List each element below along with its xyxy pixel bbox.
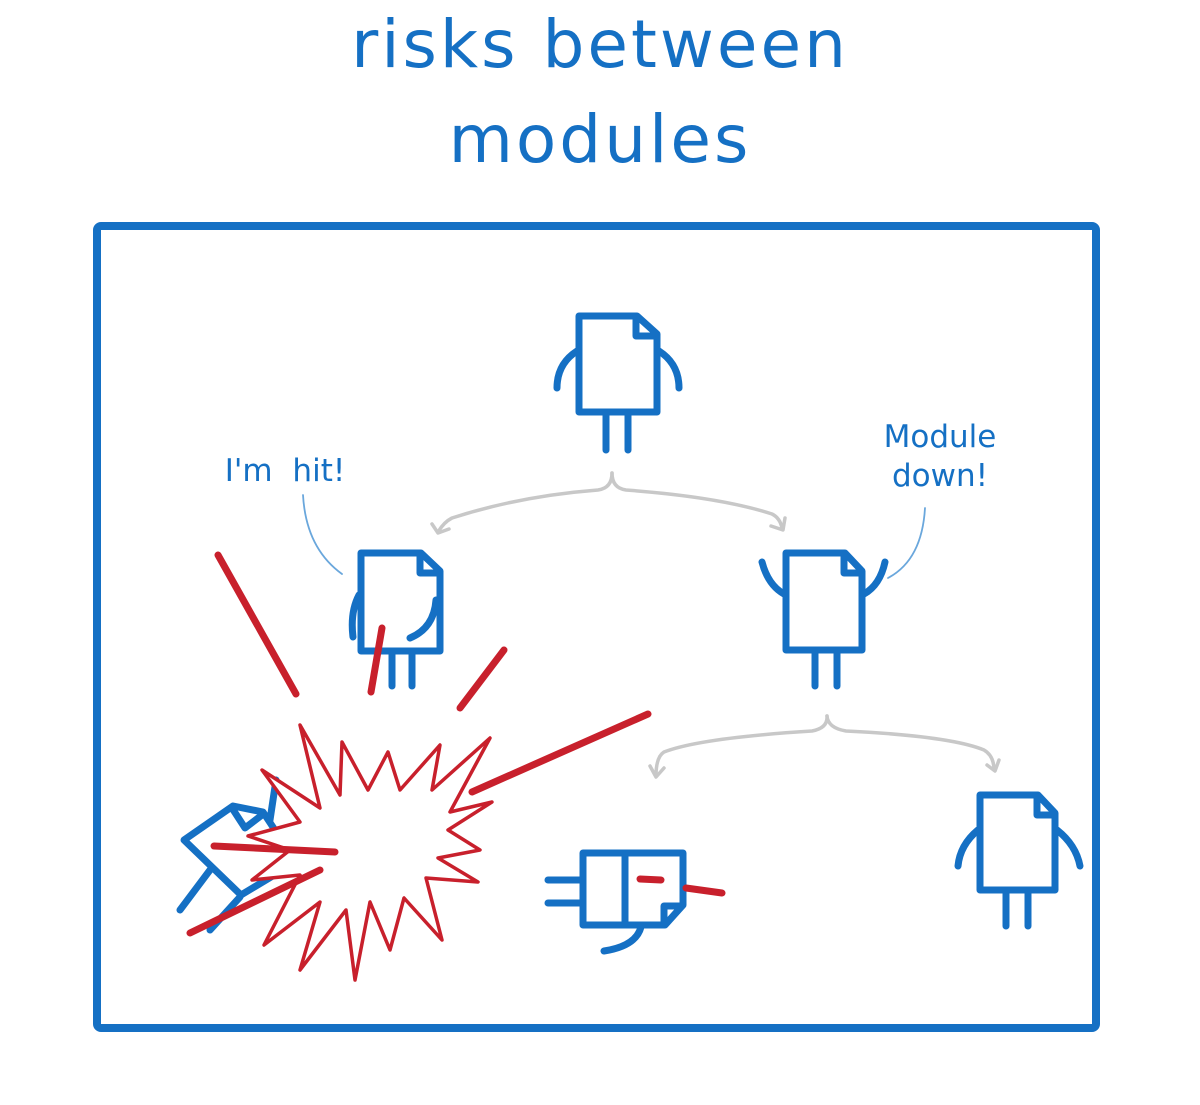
hit-module-figure <box>348 549 444 690</box>
hit-caption-pointer <box>302 494 343 575</box>
title-line-1: risks between <box>351 6 849 83</box>
bottom-right-module-figure <box>954 791 1084 930</box>
down-caption-pointer <box>887 507 926 579</box>
top-module-figure <box>553 312 683 454</box>
explosion-burst <box>186 551 652 982</box>
top-branch-arrows <box>430 471 787 535</box>
hit-caption: I'm hit! <box>224 453 346 489</box>
fallen-module-figure <box>544 849 726 955</box>
down-caption-line-1: Module <box>883 419 997 455</box>
down-caption-line-2: down! <box>891 457 989 494</box>
right-branch-arrows <box>648 714 1001 779</box>
title-line-2: modules <box>448 101 752 178</box>
down-module-figure <box>758 549 889 690</box>
down-caption: Module down! <box>865 418 1015 496</box>
diagram-frame <box>93 222 1100 1032</box>
